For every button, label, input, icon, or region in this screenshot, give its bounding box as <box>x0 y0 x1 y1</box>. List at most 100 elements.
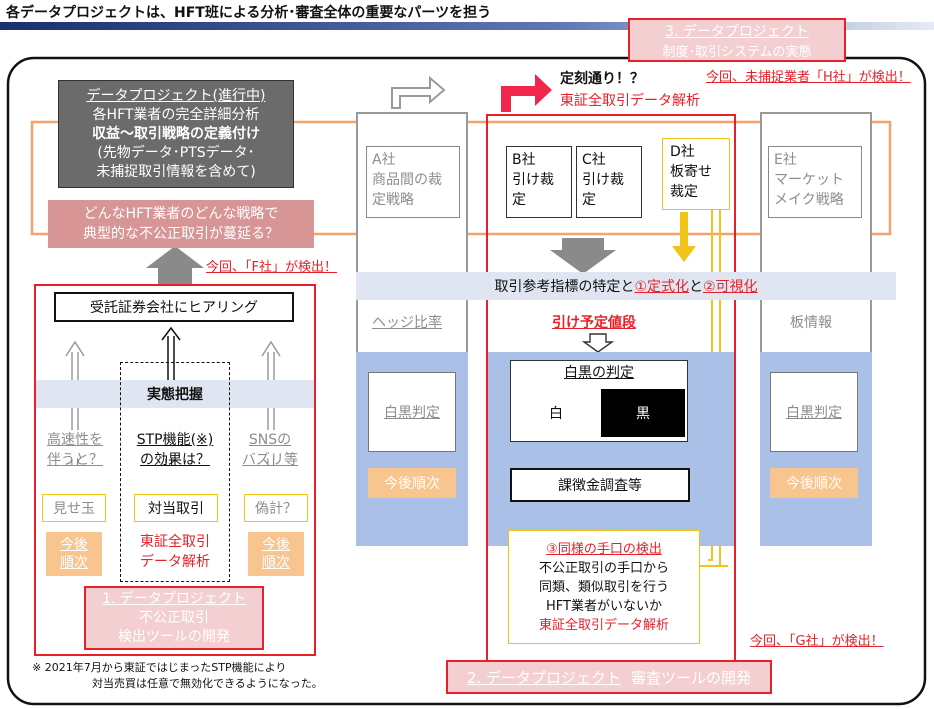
page-title: 各データプロジェクトは、HFT班による分析･審査全体の重要なパーツを担う <box>6 5 492 21</box>
company-c-box: C社 引け裁 定 <box>576 146 642 218</box>
later1-box: 今後 順次 <box>46 532 102 576</box>
project2-box: 2. データプロジェクト 審査ツールの開発 <box>446 660 772 694</box>
actual-label: 実態把握 <box>147 387 203 403</box>
company-c-line2: 引け裁 <box>582 172 624 188</box>
footnote-line1: ※ 2021年7月から東証ではじまったSTP機能により <box>32 661 287 674</box>
judge-title: 白黒の判定 <box>564 365 634 381</box>
right-later-box: 今後順次 <box>770 468 858 498</box>
band-visual: ②可視化 <box>703 279 758 295</box>
company-e-line3: メイク戦略 <box>774 192 844 208</box>
title-underline-bar <box>0 22 934 30</box>
company-b-line3: 定 <box>512 192 526 208</box>
judge-black: 黒 <box>601 389 685 437</box>
similar-l1: 不公正取引の手口から <box>538 560 669 576</box>
company-b-box: B社 引け裁 定 <box>506 146 572 218</box>
project1-box: 1. データプロジェクト 不公正取引 検出ツールの開発 <box>84 586 264 650</box>
ongoing-line2: 収益～取引戦略の定義付け <box>92 125 260 142</box>
actual-band <box>36 380 314 408</box>
on-time-label: 定刻通り！？ <box>560 71 644 87</box>
k1-box: 見せ玉 <box>42 494 106 522</box>
q3-line2: バズリ等 <box>242 452 298 468</box>
similar-title: ③同様の手口の検出 <box>546 541 662 557</box>
hedge-ratio-label: ヘッジ比率 <box>372 315 442 331</box>
judge-box: 白黒の判定 白 黒 <box>510 360 688 442</box>
company-d-line2: 板寄せ <box>670 164 712 180</box>
detected-f-note: 今回、「F社」が検出！ <box>206 260 337 275</box>
project3-subtitle: 制度･取引システムの実態 <box>662 44 812 60</box>
analysis-text: 東証全取引 データ解析 <box>126 532 224 572</box>
left-judge-box: 白黒判定 <box>368 372 456 452</box>
company-d-name: D社 <box>670 144 695 160</box>
q3-text: SNSの バズリ等 <box>236 430 304 470</box>
k2-box: 対当取引 <box>134 494 218 522</box>
penalty-box: 課徴金調査等 <box>510 468 690 502</box>
similar-l3: HFT業者がいないか <box>546 598 662 614</box>
project1-frame <box>34 284 316 656</box>
company-a-line2: 商品間の裁 <box>372 172 442 188</box>
project1-l1: 不公正取引 <box>139 609 209 626</box>
later1-line2: 順次 <box>60 555 88 571</box>
company-a-line3: 定戦略 <box>372 192 414 208</box>
later3-line2: 順次 <box>262 555 290 571</box>
dashed-center-frame <box>120 362 230 582</box>
company-b-line2: 引け裁 <box>512 172 554 188</box>
project1-title: 1. データプロジェクト <box>102 590 246 607</box>
analysis-line1: 東証全取引 <box>140 534 210 550</box>
footnote: ※ 2021年7月から東証ではじまったSTP機能により 対当売買は任意で無効化で… <box>32 660 323 692</box>
later3-box: 今後 順次 <box>248 532 304 576</box>
project3-title: 3. データプロジェクト <box>665 23 809 40</box>
left-later-box: 今後順次 <box>368 468 456 498</box>
q2-line1: STP機能(※) <box>136 432 214 448</box>
ongoing-project-box: データプロジェクト(進行中) 各HFT業者の完全詳細分析 収益～取引戦略の定義付… <box>58 80 294 188</box>
gray-up-arrow <box>146 246 204 284</box>
svg-text:⊔: ⊔ <box>70 455 79 469</box>
board-info-label: 板情報 <box>790 315 832 331</box>
question-line1: どんなHFT業者のどんな戦略で <box>83 206 279 222</box>
later1-line1: 今後 <box>60 537 88 553</box>
band-formula: ①定式化 <box>634 279 689 295</box>
svg-text:⊔: ⊔ <box>266 455 275 469</box>
red-bent-arrow <box>501 74 552 112</box>
footnote-line2: 対当売買は任意で無効化できるようになった。 <box>92 677 323 690</box>
ongoing-title: データプロジェクト(進行中) <box>86 87 266 104</box>
project3-box: 3. データプロジェクト 制度･取引システムの実態 <box>628 18 846 62</box>
judge-white: 白 <box>549 406 563 422</box>
ongoing-line3: (先物データ･PTSデータ･ <box>97 144 255 161</box>
closing-price-label: 引け予定値段 <box>552 315 636 331</box>
q2-text: STP機能(※) の効果は？ <box>126 430 224 470</box>
company-c-line3: 定 <box>582 192 596 208</box>
yellow-loop-line-2 <box>708 186 713 561</box>
similar-detection-box: ③同様の手口の検出 不公正取引の手口から 同類、類似取引を行う HFT業者がいな… <box>508 530 700 644</box>
detected-g-note: 今回、「G社」が検出！ <box>750 634 884 649</box>
band-pre: 取引参考指標の特定と <box>494 279 635 295</box>
project2-text: 審査ツールの開発 <box>631 668 752 687</box>
later3-line1: 今後 <box>262 537 290 553</box>
project2-title: 2. データプロジェクト <box>466 668 622 687</box>
band-mid: と <box>689 279 703 295</box>
q1-text: 高速性を 伴うと？ <box>42 430 108 470</box>
q1-line2: 伴うと？ <box>47 452 103 468</box>
project1-l2: 検出ツールの開発 <box>118 628 230 645</box>
company-c-name: C社 <box>582 152 606 168</box>
question-line2: 典型的な不公正取引が蔓延る？ <box>83 226 279 242</box>
k3-box: 偽計？ <box>244 494 308 522</box>
q1-line1: 高速性を <box>47 432 103 448</box>
q3-line1: SNSの <box>248 432 292 448</box>
company-b-name: B社 <box>512 152 536 168</box>
company-e-line2: マーケット <box>774 172 844 188</box>
similar-l4: 東証全取引データ解析 <box>538 617 669 633</box>
yellow-down-arrow <box>672 212 696 262</box>
company-a-name: A社 <box>372 152 396 168</box>
svg-text:⊔: ⊔ <box>164 455 173 469</box>
on-time-sub: 東証全取引データ解析 <box>560 93 700 109</box>
hearing-box: 受託証券会社にヒアリング <box>54 292 294 322</box>
company-e-box: E社 マーケット メイク戦略 <box>768 146 862 218</box>
ongoing-line4: 未捕捉取引情報を含めて) <box>96 163 256 180</box>
q2-line2: の効果は？ <box>140 452 210 468</box>
indicator-band: 取引参考指標の特定と ①定式化 と ②可視化 <box>356 272 896 300</box>
outer-frame <box>6 56 927 706</box>
company-e-name: E社 <box>774 152 797 168</box>
company-a-box: A社 商品間の裁 定戦略 <box>366 146 460 218</box>
company-d-line3: 裁定 <box>670 184 698 200</box>
ongoing-line1: 各HFT業者の完全詳細分析 <box>92 106 260 123</box>
